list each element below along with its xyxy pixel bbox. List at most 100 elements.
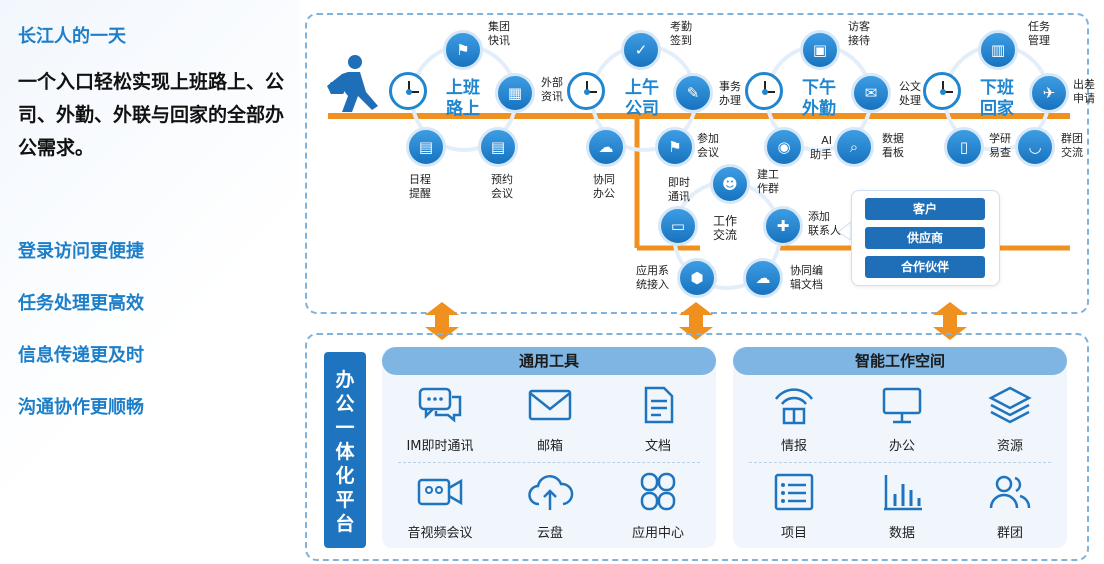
apps-icon	[640, 472, 676, 511]
double-arrow-icon	[679, 302, 713, 340]
platform-panel	[305, 333, 1089, 561]
radar-icon	[774, 388, 814, 425]
people-icon[interactable]: ⚑	[655, 127, 695, 167]
tool-video-meeting[interactable]: 音视频会议	[395, 472, 485, 541]
feature-1: 登录访问更便捷	[18, 241, 144, 262]
box-icon[interactable]: ⬢	[677, 258, 717, 298]
node-label: 建工 作群	[757, 168, 779, 195]
divider	[398, 462, 700, 463]
smart-space-title: 智能工作空间	[733, 347, 1067, 375]
space-office[interactable]: 办公	[857, 385, 947, 454]
space-intel[interactable]: 情报	[749, 385, 839, 454]
monitor-icon	[882, 387, 922, 424]
node-label: 任务 管理	[1028, 20, 1050, 47]
video-icon	[417, 478, 463, 506]
node-label: 即时 通讯	[668, 176, 690, 203]
double-arrow-icon	[425, 302, 459, 340]
clipboard-icon[interactable]: ▥	[978, 30, 1018, 70]
cloud-icon[interactable]: ☁	[586, 127, 626, 167]
space-label: 数据	[888, 526, 915, 541]
platform-side-text: 办公一体化平台	[335, 369, 355, 535]
book-icon[interactable]: ▯	[944, 127, 984, 167]
layers-icon	[988, 386, 1032, 424]
group-icon[interactable]: ☻	[710, 164, 750, 204]
contact-customer-button[interactable]: 客户	[865, 198, 985, 220]
clock-icon	[745, 72, 783, 110]
tool-label: 邮箱	[536, 439, 563, 454]
clock-icon	[389, 72, 427, 110]
double-arrow-icon	[933, 302, 967, 340]
node-label: 协同 办公	[593, 173, 615, 200]
space-data[interactable]: 数据	[857, 472, 947, 541]
bar-chart-icon	[884, 475, 922, 511]
tool-label: 文档	[644, 439, 671, 454]
node-label: 外部 资讯	[541, 76, 563, 103]
cloud-upload-icon	[528, 475, 574, 510]
feature-4: 沟通协作更顺畅	[18, 397, 144, 418]
node-label: 公文 处理	[899, 80, 921, 107]
node-label: 学研 易查	[989, 132, 1011, 159]
tool-app-center[interactable]: 应用中心	[613, 472, 703, 541]
smart-space-card	[733, 347, 1067, 548]
intro-description: 一个入口轻松实现上班路上、公司、外勤、外联与回家的全部办公需求。	[18, 71, 285, 159]
tool-label: IM即时通讯	[406, 439, 474, 454]
exchange-center-label: 工作 交流	[713, 214, 738, 242]
message-icon[interactable]: ▭	[658, 206, 698, 246]
tool-document[interactable]: 文档	[613, 385, 703, 454]
space-groups[interactable]: 群团	[965, 472, 1055, 541]
contact-partner-button[interactable]: 合作伙伴	[865, 256, 985, 278]
document-icon[interactable]: ▤	[478, 127, 518, 167]
briefcase-icon[interactable]: ▣	[800, 30, 840, 70]
space-label: 办公	[888, 439, 915, 454]
edit-icon[interactable]: ✎	[673, 73, 713, 113]
intro-panel: 长江人的一天 一个入口轻松实现上班路上、公司、外勤、外联与回家的全部办公需求。 …	[0, 0, 300, 564]
node-label: 群团 交流	[1061, 132, 1083, 159]
node-label: 数据 看板	[882, 132, 904, 159]
node-label: 添加 联系人	[808, 210, 841, 237]
contact-supplier-button[interactable]: 供应商	[865, 227, 985, 249]
checkin-icon[interactable]: ✓	[621, 30, 661, 70]
tool-im[interactable]: IM即时通讯	[395, 385, 485, 454]
space-projects[interactable]: 项目	[749, 472, 839, 541]
node-label: 出差 申请	[1073, 78, 1095, 105]
hub-commute: 上班 路上	[446, 78, 480, 119]
hub-afternoon-field: 下午 外勤	[802, 78, 836, 119]
add-contact-icon[interactable]: ✚	[763, 206, 803, 246]
users-icon	[989, 475, 1031, 509]
tool-label: 应用中心	[631, 526, 684, 541]
mail-icon[interactable]: ✉	[851, 73, 891, 113]
space-label: 资源	[996, 439, 1023, 454]
node-label: 事务 办理	[719, 80, 741, 107]
document-icon[interactable]: ▤	[406, 127, 446, 167]
node-label: 协同编 辑文档	[790, 264, 823, 291]
tool-mail[interactable]: 邮箱	[505, 385, 595, 454]
calendar-icon[interactable]: ▦	[495, 73, 535, 113]
ai-icon[interactable]: ◉	[764, 127, 804, 167]
platform-side-label: 办公一体化平台	[324, 352, 366, 548]
space-label: 情报	[780, 439, 807, 454]
space-resources[interactable]: 资源	[965, 385, 1055, 454]
feature-3: 信息传递更及时	[18, 345, 144, 366]
chat-bubbles-icon	[418, 387, 462, 423]
clock-icon	[923, 72, 961, 110]
chart-search-icon[interactable]: ⌕	[834, 127, 874, 167]
divider	[749, 462, 1051, 463]
tool-label: 云盘	[536, 526, 563, 541]
node-label: 参加 会议	[697, 132, 719, 159]
tool-cloud-drive[interactable]: 云盘	[505, 472, 595, 541]
general-tools-title: 通用工具	[382, 347, 716, 375]
clock-icon	[567, 72, 605, 110]
node-label: 集团 快讯	[488, 20, 510, 47]
cloud-doc-icon[interactable]: ☁	[743, 258, 783, 298]
file-icon	[644, 386, 674, 424]
plane-icon[interactable]: ✈	[1029, 73, 1069, 113]
node-label: AI 助手	[810, 134, 832, 161]
hub-go-home: 下班 回家	[980, 78, 1014, 119]
chat-icon[interactable]: ◡	[1015, 127, 1055, 167]
node-label: 应用系 统接入	[636, 264, 669, 291]
node-label: 访客 接待	[848, 20, 870, 47]
envelope-icon	[528, 389, 572, 421]
people-icon[interactable]: ⚑	[443, 30, 483, 70]
hub-morning-office: 上午 公司	[625, 78, 659, 119]
tool-label: 音视频会议	[407, 526, 473, 541]
